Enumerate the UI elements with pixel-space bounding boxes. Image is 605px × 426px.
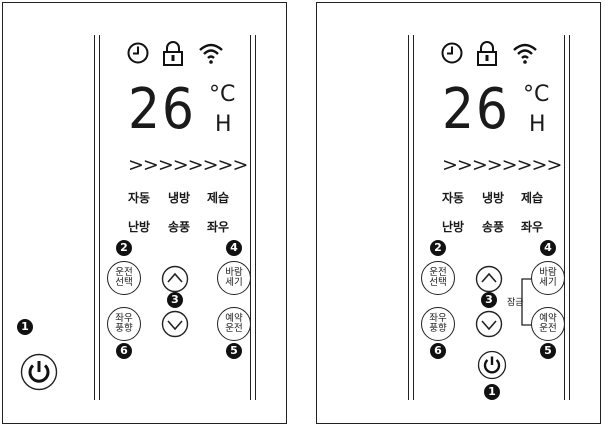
lock-icon	[477, 41, 497, 66]
mode-auto: 자동	[128, 191, 151, 205]
badge-5: 5	[226, 343, 242, 359]
fan-level-arrows: >>>>>>>>	[442, 154, 562, 176]
swing-wind-button[interactable]: 좌우 풍향	[421, 307, 455, 341]
temperature-display: 26	[442, 77, 510, 142]
divider-line	[94, 35, 100, 400]
chevron-up-icon	[481, 272, 497, 283]
badge-5: 5	[540, 343, 556, 359]
power-button[interactable]	[20, 353, 58, 391]
unit-humidity: H	[215, 112, 232, 137]
lock-label: 잠금	[507, 298, 524, 308]
power-icon	[28, 364, 50, 383]
mode-fan: 송풍	[482, 220, 505, 234]
badge-2: 2	[116, 240, 132, 256]
swing-wind-button[interactable]: 좌우 풍향	[107, 307, 141, 341]
chevron-down-icon	[481, 320, 497, 331]
temp-up-button[interactable]	[475, 265, 503, 293]
unit-celsius: °C	[209, 82, 236, 107]
operation-select-button[interactable]: 운전 선택	[421, 261, 455, 295]
power-button[interactable]	[477, 350, 507, 380]
unit-celsius: °C	[523, 82, 550, 107]
badge-2: 2	[430, 240, 446, 256]
divider-line	[564, 35, 570, 400]
mode-cool: 냉방	[482, 191, 505, 205]
badge-3: 3	[167, 292, 183, 308]
fan-strength-button[interactable]: 바람 세기	[531, 261, 565, 295]
clock-icon	[127, 42, 149, 64]
lock-bracket	[521, 278, 532, 326]
divider-line	[408, 35, 414, 400]
badge-1: 1	[17, 319, 33, 335]
badge-6: 6	[430, 343, 446, 359]
mode-dehumidify: 제습	[521, 191, 544, 205]
clock-icon	[441, 42, 463, 64]
reserve-run-button[interactable]: 예약 운전	[531, 307, 565, 341]
chevron-down-icon	[167, 320, 183, 331]
temp-up-button[interactable]	[161, 265, 189, 293]
unit-humidity: H	[529, 112, 546, 137]
wifi-icon	[513, 43, 537, 64]
reserve-run-button[interactable]: 예약 운전	[217, 307, 251, 341]
badge-1: 1	[484, 384, 500, 400]
mode-heat: 난방	[442, 220, 465, 234]
chevron-up-icon	[167, 272, 183, 283]
lock-icon	[163, 41, 183, 66]
mode-heat: 난방	[128, 220, 151, 234]
temp-down-button[interactable]	[161, 310, 189, 338]
mode-auto: 자동	[442, 191, 465, 205]
divider-line	[250, 35, 256, 400]
mode-swing: 좌우	[521, 220, 544, 234]
mode-cool: 냉방	[168, 191, 191, 205]
power-icon	[483, 359, 501, 374]
mode-fan: 송풍	[168, 220, 191, 234]
remote-panel-right: 26 °C H >>>>>>>> 자동 냉방 제습 난방 송풍 좌우 2 4 운…	[316, 2, 601, 424]
fan-level-arrows: >>>>>>>>	[128, 154, 248, 176]
badge-4: 4	[226, 240, 242, 256]
temp-down-button[interactable]	[475, 310, 503, 338]
wifi-icon	[199, 43, 223, 64]
mode-swing: 좌우	[207, 220, 230, 234]
fan-strength-button[interactable]: 바람 세기	[217, 261, 251, 295]
temperature-display: 26	[128, 77, 196, 142]
operation-select-button[interactable]: 운전 선택	[107, 261, 141, 295]
remote-panel-left: 26 °C H >>>>>>>> 자동 냉방 제습 난방 송풍 좌우 2 4 운…	[2, 2, 287, 424]
badge-3: 3	[481, 292, 497, 308]
badge-4: 4	[540, 240, 556, 256]
badge-6: 6	[116, 343, 132, 359]
mode-dehumidify: 제습	[207, 191, 230, 205]
